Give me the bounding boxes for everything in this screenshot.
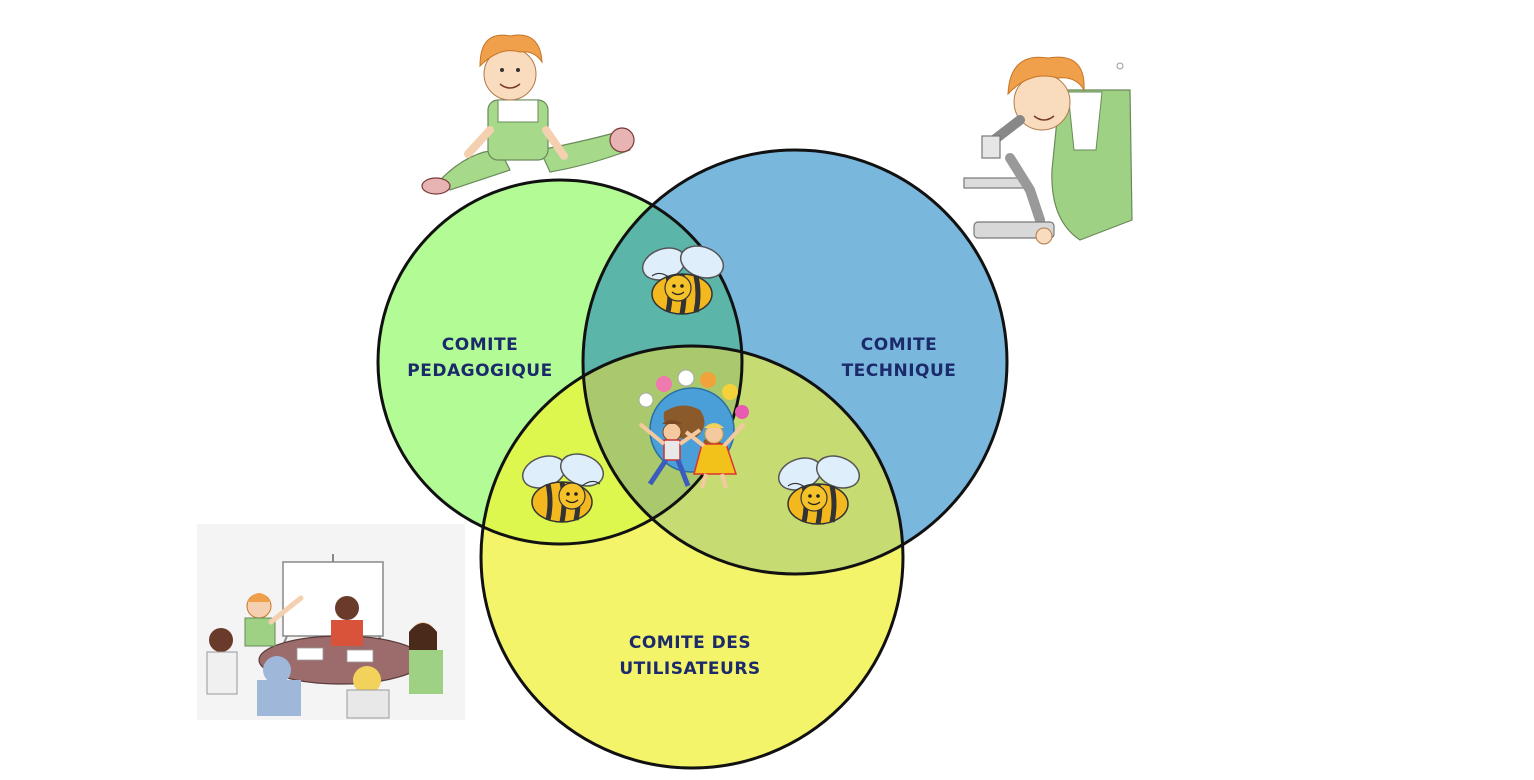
label-utilisateurs-line1: COMITE DES xyxy=(629,633,751,653)
meeting-table-illustration xyxy=(197,524,465,720)
outline-technique xyxy=(581,148,1009,576)
label-technique-line1: COMITE xyxy=(861,335,937,355)
label-pedagogique-line2: PEDAGOGIQUE xyxy=(407,361,552,381)
bee-icon xyxy=(641,245,725,315)
bee-icon xyxy=(521,453,605,523)
label-utilisateurs-line2: UTILISATEURS xyxy=(619,659,760,679)
child-microscope-illustration xyxy=(963,56,1133,245)
overlap-pedagogique-utilisateurs xyxy=(481,346,742,544)
label-technique-line2: TECHNIQUE xyxy=(842,361,957,381)
outline-utilisateurs xyxy=(479,344,905,770)
bee-icon xyxy=(777,455,861,525)
children-globe-icon xyxy=(638,369,749,489)
label-pedagogique-line1: COMITE xyxy=(442,335,518,355)
outline-pedagogique xyxy=(376,178,744,546)
child-sitting-illustration xyxy=(421,34,635,195)
